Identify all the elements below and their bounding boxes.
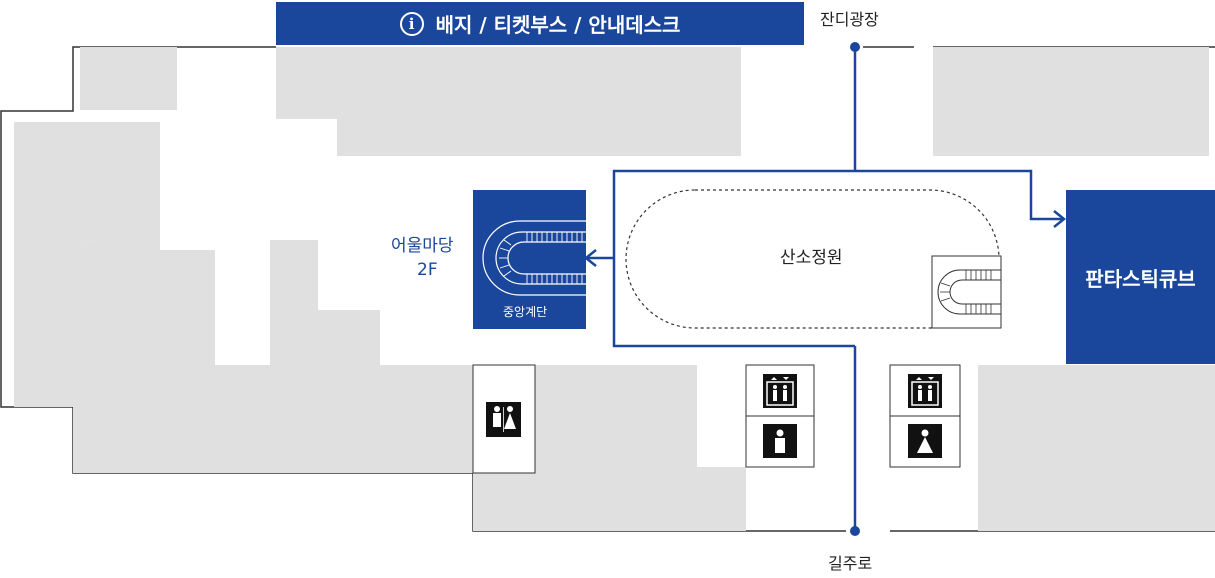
elevator-icon (763, 374, 797, 408)
arrow-to-cube (1053, 210, 1067, 228)
south-entrance-label: 길주로 (828, 554, 873, 573)
central-stairs (473, 190, 586, 329)
garden-label: 산소정원 (780, 248, 843, 268)
info-banner-label: 배지 / 티켓부스 / 안내데스크 (435, 13, 681, 37)
rooms-west (14, 47, 746, 531)
elevator-icon (908, 374, 942, 408)
north-entrance-dot (850, 42, 860, 52)
female-restroom-icon (908, 424, 942, 458)
north-entrance-label: 잔디광장 (820, 10, 879, 29)
route-lines (588, 47, 1062, 531)
fantastic-cube: 판타스틱큐브 (1066, 190, 1215, 364)
south-entrance-dot (850, 526, 860, 536)
escalator-icon (931, 255, 1002, 329)
restroom-icon (486, 402, 521, 437)
plaza-floor: 2F (417, 260, 438, 280)
rooms-east (933, 47, 1215, 531)
stairs-label: 중앙계단 (503, 305, 548, 319)
male-restroom-icon (763, 424, 797, 458)
fantastic-cube-label: 판타스틱큐브 (1085, 266, 1196, 291)
garden-outline (625, 189, 1000, 329)
info-banner: i 배지 / 티켓부스 / 안내데스크 (276, 2, 804, 45)
info-icon: i (399, 11, 424, 36)
plaza-name: 어울마당 (391, 236, 454, 256)
